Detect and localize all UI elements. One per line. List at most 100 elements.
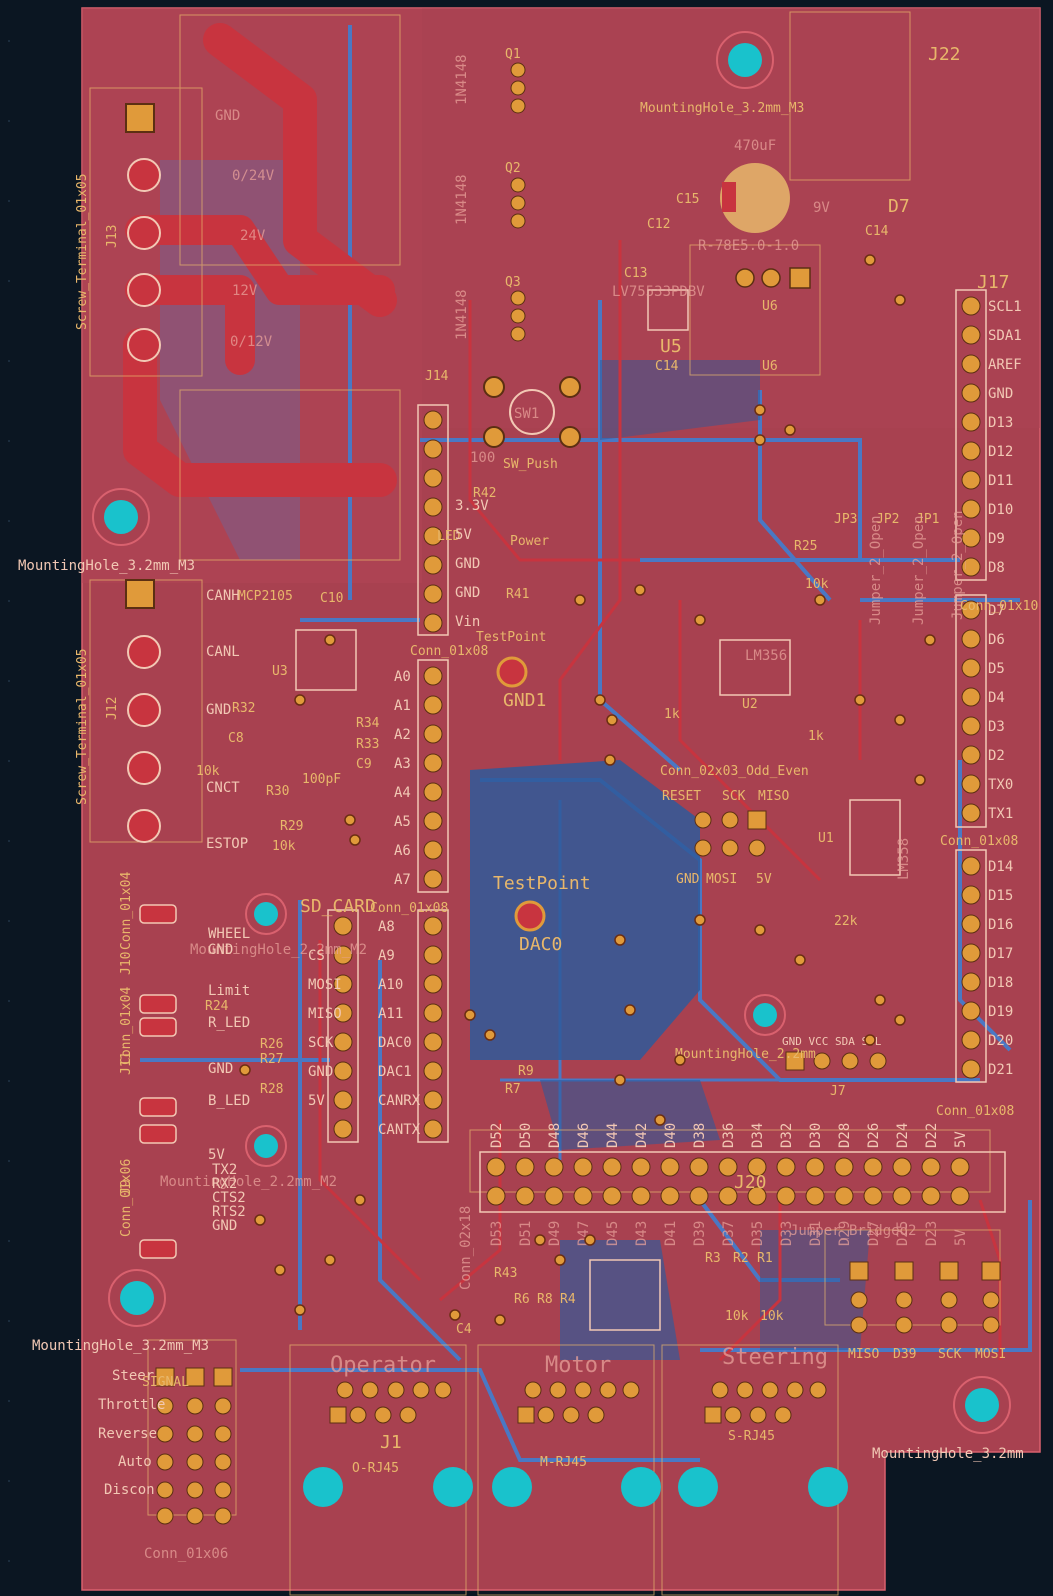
label-c14b: C14 [655,359,679,374]
j7-pads[interactable] [785,1051,887,1071]
j20-pin-bottom[interactable] [515,1186,535,1206]
header-j20[interactable] [479,1151,1006,1213]
j20-pin-top[interactable] [834,1157,854,1177]
j20-pin-top[interactable] [921,1157,941,1177]
j20-top-label: D32 [779,1123,795,1148]
j20-pin-bottom[interactable] [631,1186,651,1206]
j20-pin-bottom[interactable] [950,1186,970,1206]
j20-pin-bottom[interactable] [863,1186,883,1206]
header-j17c[interactable] [955,849,987,1083]
j20-pin-top[interactable] [515,1157,535,1177]
conn-02x03-pads[interactable] [694,810,767,857]
a-pin-label: A3 [394,756,411,772]
j20-pin-bottom[interactable] [689,1186,709,1206]
j20-pin-bottom[interactable] [718,1186,738,1206]
j20-pin-bottom[interactable] [602,1186,622,1206]
j17-pin-label: SCL1 [988,299,1022,315]
j20-pin-top[interactable] [660,1157,680,1177]
j20-pin-bottom[interactable] [660,1186,680,1206]
j20-pin-bottom[interactable] [486,1186,506,1206]
j20-pin-bottom[interactable] [573,1186,593,1206]
label-mh-mid: MountingHole_2.2mm_M2 [160,1174,337,1190]
jst-connectors[interactable] [139,904,177,1259]
j20-pin-top[interactable] [892,1157,912,1177]
label-j10: J10 [119,952,134,975]
j20-pin-bottom[interactable] [776,1186,796,1206]
screw-terminal-j12[interactable] [125,579,161,843]
j17-pin-label: D9 [988,531,1005,547]
label-reset: RESET [662,789,701,804]
j20-pin-top[interactable] [544,1157,564,1177]
j17b-pin-label: D7 [988,603,1005,619]
label-r24: R24 [205,999,229,1014]
bridged-jumpers[interactable] [849,1261,1001,1334]
label-operator: Operator [330,1353,436,1378]
label-r30: R30 [266,784,289,799]
label-throttle: Throttle [98,1397,165,1413]
j20-pin-bottom[interactable] [805,1186,825,1206]
a-pin-label-b: DAC0 [378,1035,412,1051]
label-r6: R6 [514,1292,530,1307]
j14-pin-label: GND [455,585,480,601]
j20-pin-top[interactable] [573,1157,593,1177]
header-a-pins-b[interactable] [417,909,449,1143]
j20-pin-top[interactable] [950,1157,970,1177]
j20-pin-top[interactable] [805,1157,825,1177]
j20-pin-bottom[interactable] [834,1186,854,1206]
label-q2: Q2 [505,161,521,176]
j20-bottom-label: D53 [489,1221,505,1246]
header-j17[interactable] [955,289,987,581]
header-sd-card[interactable] [327,909,359,1143]
label-j7: J7 [830,1084,846,1099]
transistor-pads[interactable] [510,62,526,342]
label-limit: Limit [208,983,250,999]
j20-bottom-label: D45 [605,1221,621,1246]
j20-pin-bottom[interactable] [747,1186,767,1206]
header-j14[interactable] [417,404,449,636]
label-r1k-a: 1k [664,707,680,722]
j20-pin-top[interactable] [602,1157,622,1177]
j17c-pin-label: D15 [988,888,1013,904]
label-c10: C10 [320,591,343,606]
j20-pin-bottom[interactable] [544,1186,564,1206]
j17-pin-label: D12 [988,444,1013,460]
j20-pin-top[interactable] [689,1157,709,1177]
label-10k-r30: 10k [196,764,220,779]
j20-bottom-label: D33 [779,1221,795,1246]
label-10k-r29: 10k [272,839,296,854]
front-copper-signal [318,240,1002,1362]
j20-pin-top[interactable] [631,1157,651,1177]
u6-regulator[interactable] [735,267,811,289]
label-r8: R8 [537,1292,553,1307]
j20-pin-top[interactable] [747,1157,767,1177]
label-gnd-isp: GND [676,872,700,887]
label-jumper-c: Jumper_2_Open [950,510,966,620]
label-conn02x03: Conn_02x03_Odd_Even [660,764,809,779]
j17b-pin-label: D5 [988,661,1005,677]
testpoints[interactable] [496,656,546,932]
conn-02x06-pads[interactable] [155,1367,233,1525]
screw-terminal-j13[interactable] [125,103,161,362]
j20-pin-top[interactable] [486,1157,506,1177]
header-a-pins[interactable] [417,659,449,893]
label-j1: J1 [380,1432,402,1453]
label-c14: C14 [865,224,889,239]
j20-pin-bottom[interactable] [921,1186,941,1206]
j17b-pin-label: D2 [988,748,1005,764]
header-j17b[interactable] [955,594,987,828]
a-pin-label-b: A10 [378,977,403,993]
label-canh: CANH [206,588,240,604]
j20-bottom-label: D25 [895,1221,911,1246]
j20-pin-top[interactable] [718,1157,738,1177]
rj45-pads[interactable] [329,1381,827,1424]
j20-pin-top[interactable] [863,1157,883,1177]
j20-pin-top[interactable] [776,1157,796,1177]
sw1-pads[interactable] [483,376,581,448]
a-pin-label-b: A9 [378,948,395,964]
j17-pin-label: AREF [988,357,1022,373]
label-conn01x10: Conn_01x10 [960,599,1038,614]
j20-pin-bottom[interactable] [892,1186,912,1206]
label-u1: U1 [818,831,834,846]
label-r25-val: 10k [805,577,829,592]
